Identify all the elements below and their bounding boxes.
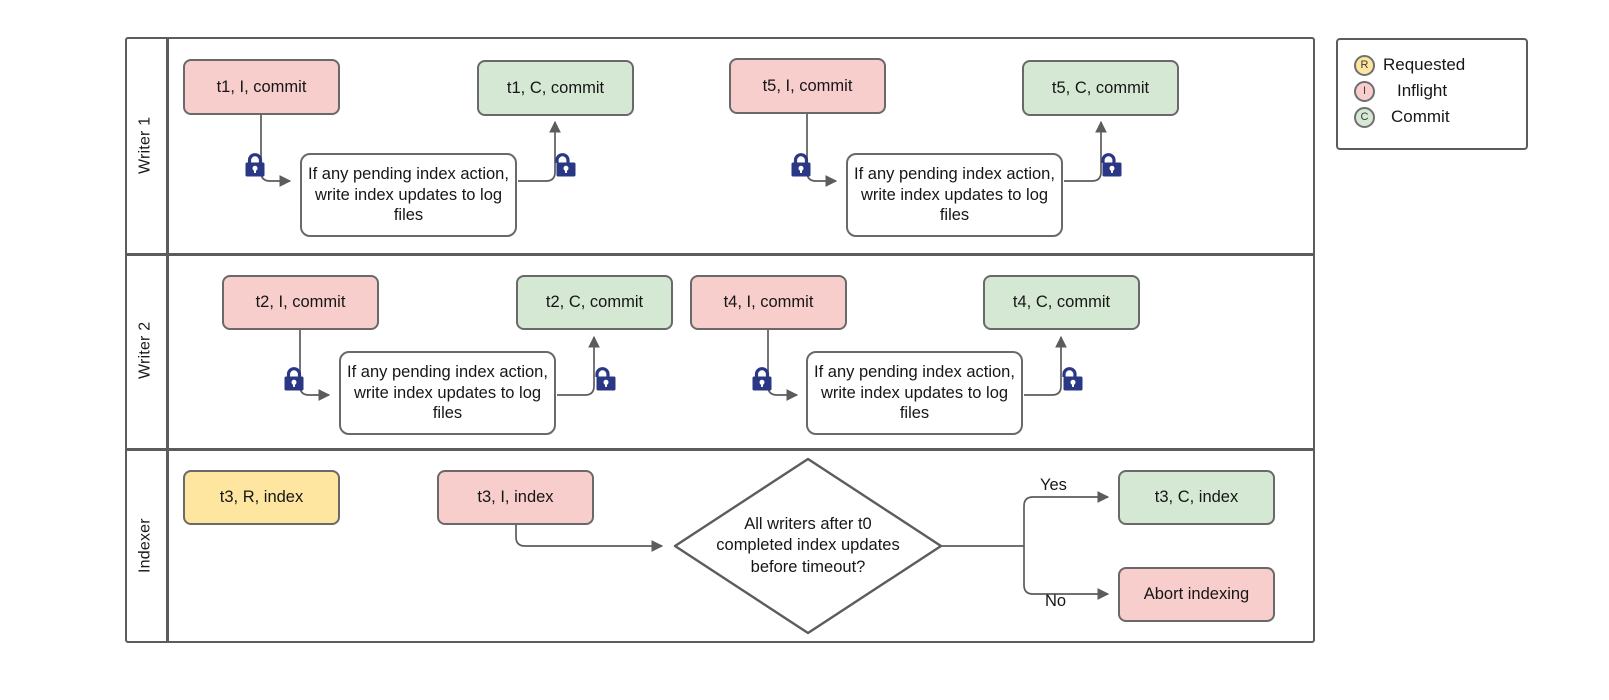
requested-badge-icon: R	[1354, 54, 1375, 76]
legend-label-inflight: Inflight	[1397, 81, 1448, 100]
unlocked-icon-w1-right-2	[1100, 153, 1124, 178]
lane-divider-2	[125, 448, 1315, 451]
legend-panel: R Requested I Inflight C Commit	[1336, 38, 1528, 150]
node-ix-t3-requested[interactable]: t3, R, index	[183, 470, 340, 525]
node-w2-t4-inflight[interactable]: t4, I, commit	[690, 275, 847, 330]
lane-divider-1	[125, 253, 1315, 256]
unlocked-icon-w2-right-2	[1061, 367, 1085, 392]
node-w1-t1-commit[interactable]: t1, C, commit	[477, 60, 634, 116]
node-w1-t5-inflight[interactable]: t5, I, commit	[729, 58, 886, 114]
edge-w2-process-to-t2c	[557, 335, 600, 396]
legend-row-requested: R Requested	[1354, 52, 1465, 78]
node-ix-t3-inflight[interactable]: t3, I, index	[437, 470, 594, 525]
edge-ix-yes	[1023, 491, 1110, 546]
locked-icon-w2-left	[282, 367, 306, 392]
node-w1-process-left[interactable]: If any pending index action, write index…	[300, 153, 517, 237]
legend-row-inflight: I Inflight	[1354, 78, 1447, 104]
node-w1-t5-commit[interactable]: t5, C, commit	[1022, 60, 1179, 116]
inflight-badge-icon: I	[1354, 80, 1375, 102]
locked-icon-w1-left-2	[789, 153, 813, 178]
edge-w1-process-to-t5c	[1064, 120, 1107, 182]
unlocked-icon-w2-right	[594, 367, 618, 392]
decision-diamond-shape	[673, 457, 943, 635]
edge-ix-no	[1023, 546, 1110, 600]
edge-ix-t3i-to-decision	[515, 525, 664, 552]
node-w1-t1-inflight[interactable]: t1, I, commit	[183, 59, 340, 115]
node-w2-process-right[interactable]: If any pending index action, write index…	[806, 351, 1023, 435]
legend-label-commit: Commit	[1391, 107, 1450, 126]
node-ix-abort[interactable]: Abort indexing	[1118, 567, 1275, 622]
unlocked-icon-w1-right	[554, 153, 578, 178]
locked-icon-w1-left	[243, 153, 267, 178]
node-w2-t2-commit[interactable]: t2, C, commit	[516, 275, 673, 330]
legend-row-commit: C Commit	[1354, 104, 1450, 130]
edge-w2-process-to-t4c	[1024, 335, 1067, 396]
node-ix-t3-commit[interactable]: t3, C, index	[1118, 470, 1275, 525]
commit-badge-icon: C	[1354, 106, 1375, 128]
legend-label-requested: Requested	[1383, 55, 1466, 74]
node-w2-process-left[interactable]: If any pending index action, write index…	[339, 351, 556, 435]
lane-header-divider	[166, 37, 169, 643]
locked-icon-w2-left-2	[750, 367, 774, 392]
edge-label-no: No	[1045, 592, 1067, 610]
swimlane-frame	[125, 37, 1315, 643]
node-w2-t2-inflight[interactable]: t2, I, commit	[222, 275, 379, 330]
node-w2-t4-commit[interactable]: t4, C, commit	[983, 275, 1140, 330]
edge-label-yes: Yes	[1040, 476, 1067, 494]
edge-w1-process-to-t1c	[518, 120, 561, 182]
node-w1-process-right[interactable]: If any pending index action, write index…	[846, 153, 1063, 237]
